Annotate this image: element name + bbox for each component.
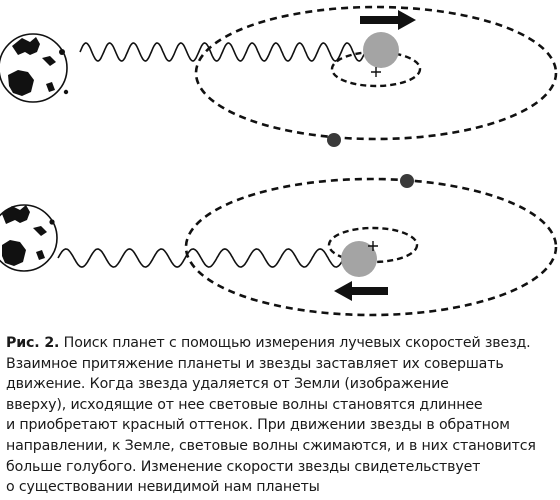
arrow-left-icon bbox=[334, 281, 388, 301]
earth-icon bbox=[0, 33, 69, 103]
caption-line: движение. Когда звезда удаляется от Земл… bbox=[6, 376, 449, 393]
star bbox=[363, 32, 399, 68]
caption-line: Рис. 2. Поиск планет с помощью измерения… bbox=[6, 333, 558, 354]
caption-line: и приобретают красный оттенок. При движе… bbox=[6, 417, 510, 434]
figure-title: Поиск планет с помощью измерения лучевых… bbox=[63, 335, 531, 351]
caption-line: вверху), исходящие от нее световые волны… bbox=[6, 396, 483, 413]
caption-line: о существовании невидимой нам планеты bbox=[6, 479, 320, 496]
planet-orbit bbox=[194, 5, 558, 141]
barycenter-mark bbox=[371, 67, 381, 77]
panel-star-moving-away bbox=[0, 5, 558, 147]
figure-label: Рис. 2. bbox=[6, 335, 60, 351]
planet bbox=[400, 174, 414, 188]
earth-icon bbox=[0, 204, 58, 272]
arrow-right-icon bbox=[360, 10, 416, 30]
caption-line: Взаимное притяжение планеты и звезды зас… bbox=[6, 355, 504, 372]
light-wave-compressed bbox=[57, 248, 345, 268]
figure-caption: Рис. 2. Поиск планет с помощью измерения… bbox=[6, 333, 558, 498]
light-wave-stretched bbox=[79, 42, 366, 62]
radial-velocity-figure bbox=[0, 5, 558, 317]
planet-orbit bbox=[184, 177, 558, 317]
barycenter-mark bbox=[368, 241, 378, 251]
star bbox=[341, 241, 377, 277]
panel-star-moving-toward bbox=[0, 174, 558, 317]
planet bbox=[327, 133, 341, 147]
caption-line: больше голубого. Изменение скорости звез… bbox=[6, 458, 481, 475]
caption-line: направлении, к Земле, световые волны сжи… bbox=[6, 437, 536, 454]
